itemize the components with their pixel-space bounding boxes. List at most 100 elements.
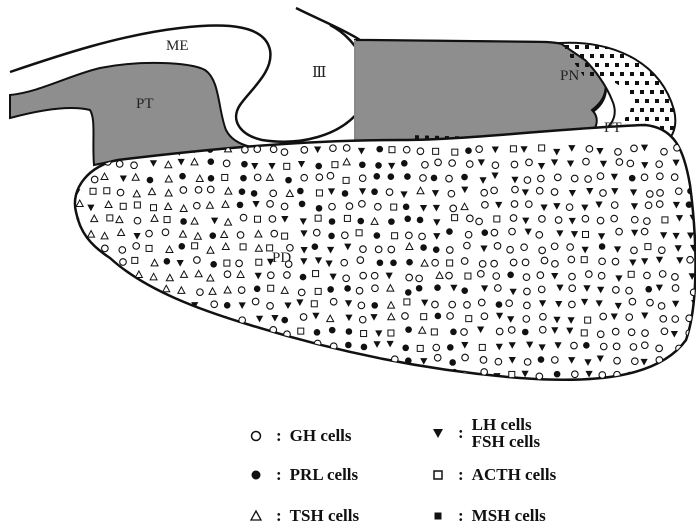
gh-cell [150, 342, 157, 349]
prl-cell [207, 342, 214, 349]
msh-cell [415, 135, 419, 139]
msh-cell [665, 63, 669, 67]
tsh-cell [119, 342, 126, 349]
gh-cell [614, 357, 621, 364]
prl-cell [403, 203, 410, 210]
gh-cell [566, 204, 573, 211]
lh-fsh-cell [688, 160, 695, 167]
msh-cell [600, 54, 604, 58]
pars-distalis [71, 125, 696, 380]
gh-cell [510, 259, 517, 266]
prl-cell [206, 313, 213, 320]
gh-cell [567, 244, 574, 251]
msh-cell [625, 81, 629, 85]
filled-triangle-down-icon [430, 425, 446, 441]
acth-cell [388, 330, 394, 336]
gh-cell [223, 160, 230, 167]
prl-cell [164, 258, 171, 265]
gh-cell [627, 160, 634, 167]
gh-cell [551, 243, 558, 250]
msh-cell [625, 63, 629, 67]
gh-cell [281, 149, 288, 156]
acth-cell [120, 203, 126, 209]
gh-cell [689, 145, 696, 152]
prl-cell [645, 286, 652, 293]
msh-cell [640, 108, 644, 112]
gh-cell [660, 316, 667, 323]
acth-cell [316, 190, 322, 196]
gh-cell [343, 275, 350, 282]
prl-cell [268, 369, 275, 376]
acth-cell [494, 216, 500, 222]
prl-cell [404, 173, 411, 180]
gh-cell [448, 190, 455, 197]
gh-cell [134, 217, 141, 224]
gh-cell [478, 271, 485, 278]
gh-cell [136, 303, 143, 310]
msh-cell [655, 117, 659, 121]
msh-cell [670, 90, 674, 94]
prl-cell [371, 302, 378, 309]
gh-cell [402, 313, 409, 320]
prl-cell [401, 160, 408, 167]
gh-cell [447, 313, 454, 320]
msh-cell [635, 81, 639, 85]
acth-cell [104, 188, 110, 194]
acth-cell [628, 271, 634, 277]
gh-cell [253, 355, 260, 362]
acth-cell [134, 202, 140, 208]
tsh-cell [136, 340, 143, 347]
gh-cell [467, 215, 474, 222]
msh-cell [645, 45, 649, 49]
gh-cell [641, 228, 648, 235]
prl-cell [629, 175, 636, 182]
gh-cell [88, 328, 95, 335]
gh-cell [359, 175, 366, 182]
prl-cell [191, 343, 198, 350]
acth-cell [417, 345, 423, 351]
gh-cell [658, 303, 665, 310]
gh-cell [496, 328, 503, 335]
prl-cell [434, 284, 441, 291]
tsh-cell [86, 260, 93, 267]
msh-cell [610, 72, 614, 76]
prl-cell [416, 285, 423, 292]
gh-cell [492, 162, 499, 169]
msh-cell [610, 108, 614, 112]
label-pd: PD [272, 250, 291, 266]
tsh-cell [147, 300, 154, 307]
msh-cell [605, 63, 609, 67]
msh-cell [595, 63, 599, 67]
msh-cell [600, 108, 604, 112]
tsh-cell [191, 314, 198, 321]
prl-cell [461, 287, 468, 294]
gh-cell [255, 370, 262, 377]
gh-cell [236, 260, 243, 267]
lh-fsh-cell [181, 356, 188, 363]
gh-cell [191, 326, 198, 333]
gh-cell [491, 187, 498, 194]
lh-fsh-cell [72, 342, 79, 349]
gh-cell [388, 246, 395, 253]
acth-cell [315, 356, 321, 362]
acth-cell [585, 317, 591, 323]
gh-cell [330, 298, 337, 305]
msh-cell [585, 63, 589, 67]
msh-cell [660, 54, 664, 58]
gh-cell [254, 146, 261, 153]
gh-cell [238, 287, 245, 294]
label-me: ME [166, 38, 189, 54]
gh-cell [177, 313, 184, 320]
gh-cell [616, 159, 623, 166]
gh-cell [632, 358, 639, 365]
legend-msh-label: MSH cells [472, 506, 546, 526]
gh-cell [300, 314, 307, 321]
tsh-cell [71, 271, 78, 278]
legend-gh-label: GH cells [290, 426, 352, 446]
gh-cell [571, 175, 578, 182]
legend-msh: : MSH cells [430, 506, 546, 526]
lh-fsh-cell [105, 286, 112, 293]
lh-fsh-cell [101, 317, 108, 324]
gh-cell [281, 358, 288, 365]
gh-cell [661, 328, 668, 335]
